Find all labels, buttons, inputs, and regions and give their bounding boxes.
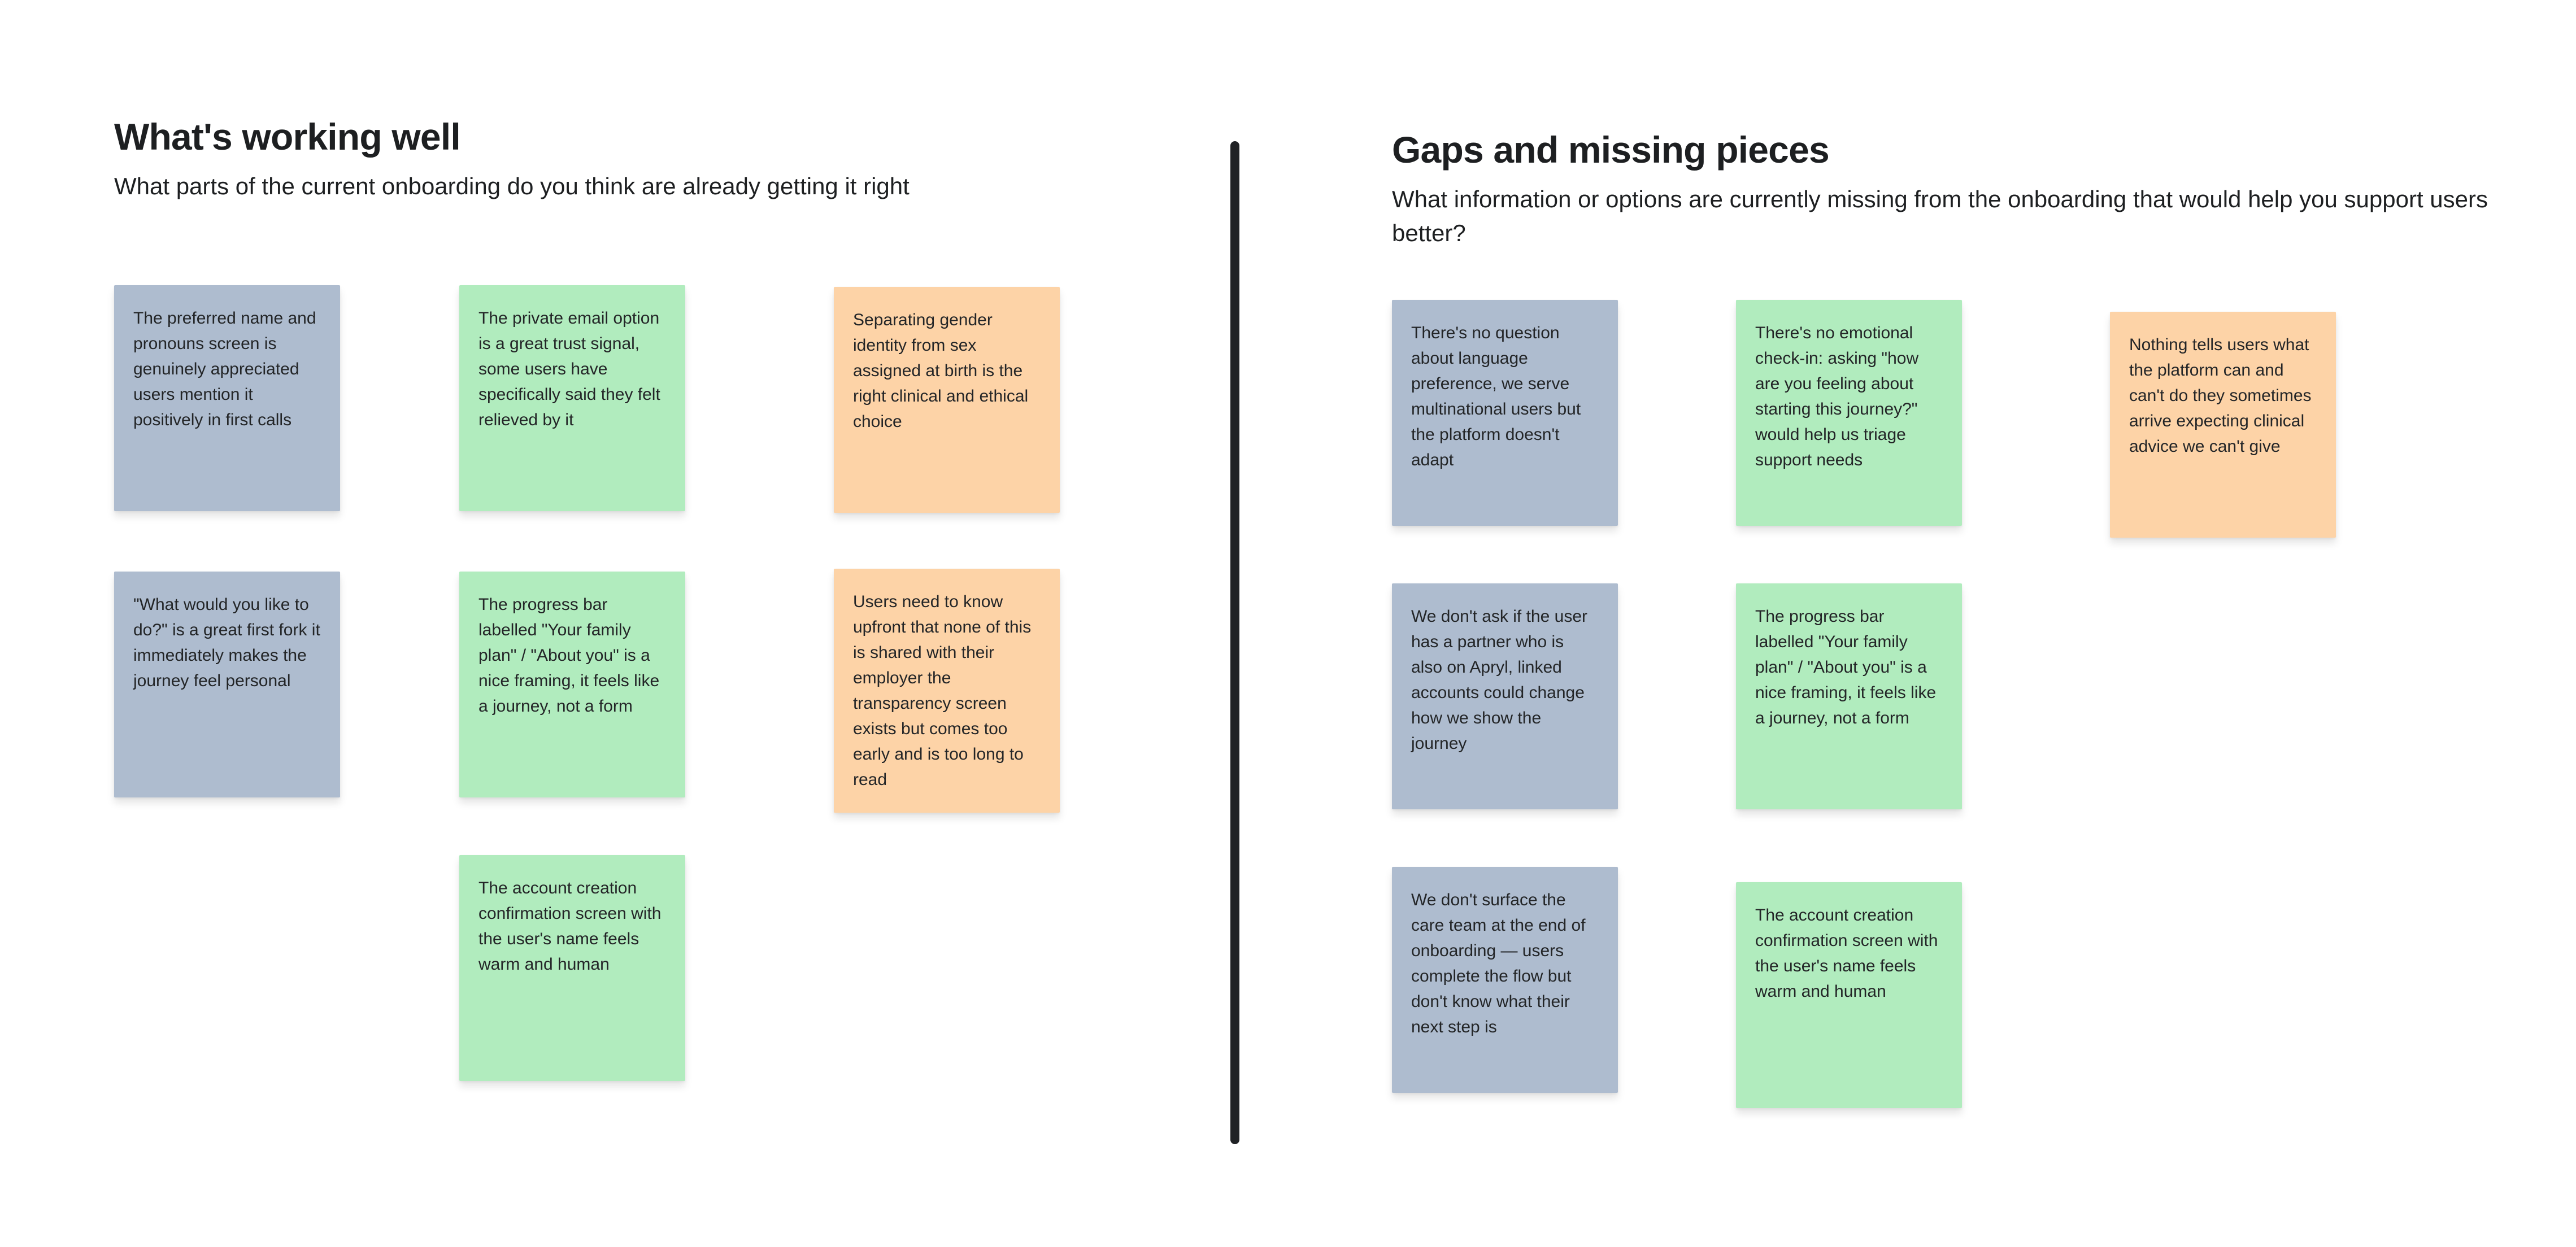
section-divider-line <box>1230 141 1239 1144</box>
sticky-note[interactable]: Users need to know upfront that none of … <box>834 569 1060 813</box>
right-section-subtitle: What information or options are currentl… <box>1392 186 2488 246</box>
sticky-note[interactable]: The private email option is a great trus… <box>459 285 685 511</box>
sticky-note[interactable]: The preferred name and pronouns screen i… <box>114 285 340 511</box>
sticky-note[interactable]: Nothing tells users what the platform ca… <box>2110 312 2336 538</box>
sticky-note[interactable]: The account creation confirmation screen… <box>1736 882 1962 1108</box>
sticky-note[interactable]: The progress bar labelled "Your family p… <box>459 572 685 797</box>
left-section-subtitle: What parts of the current onboarding do … <box>114 173 910 199</box>
sticky-note[interactable]: The account creation confirmation screen… <box>459 855 685 1081</box>
left-section-title: What's working well <box>114 116 461 158</box>
sticky-note[interactable]: Separating gender identity from sex assi… <box>834 287 1060 513</box>
sticky-note[interactable]: We don't surface the care team at the en… <box>1392 867 1618 1093</box>
sticky-note[interactable]: We don't ask if the user has a partner w… <box>1392 583 1618 809</box>
sticky-note[interactable]: There's no question about language prefe… <box>1392 300 1618 526</box>
sticky-note[interactable]: The progress bar labelled "Your family p… <box>1736 583 1962 809</box>
sticky-note[interactable]: "What would you like to do?" is a great … <box>114 572 340 797</box>
sticky-note[interactable]: There's no emotional check-in: asking "h… <box>1736 300 1962 526</box>
right-section-title: Gaps and missing pieces <box>1392 129 1830 171</box>
